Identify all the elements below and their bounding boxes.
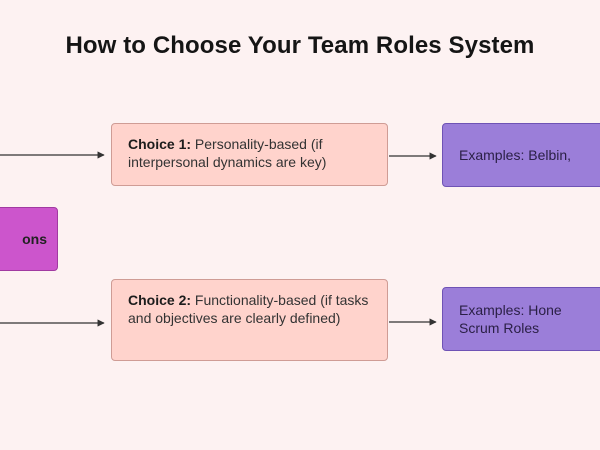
choice-1-node: Choice 1: Personality-based (if interper… bbox=[111, 123, 388, 186]
choice-2-lead: Choice 2: bbox=[128, 292, 192, 308]
start-node: ons bbox=[0, 207, 58, 271]
example-2-line-2: Scrum Roles bbox=[459, 320, 540, 336]
example-1-node: Examples: Belbin, bbox=[442, 123, 600, 187]
example-1-text: Examples: Belbin, bbox=[459, 147, 572, 163]
choice-2-text: Functionality-based (if tasks and object… bbox=[128, 292, 369, 326]
choice-1-lead: Choice 1: bbox=[128, 136, 192, 152]
diagram-title: How to Choose Your Team Roles System bbox=[65, 32, 535, 59]
choice-1-text: Personality-based (if interpersonal dyna… bbox=[128, 136, 327, 170]
start-node-label: ons bbox=[22, 231, 47, 247]
choice-2-node: Choice 2: Functionality-based (if tasks … bbox=[111, 279, 388, 361]
example-2-line-1: Examples: Hone bbox=[459, 302, 562, 318]
example-2-node: Examples: Hone Scrum Roles bbox=[442, 287, 600, 351]
